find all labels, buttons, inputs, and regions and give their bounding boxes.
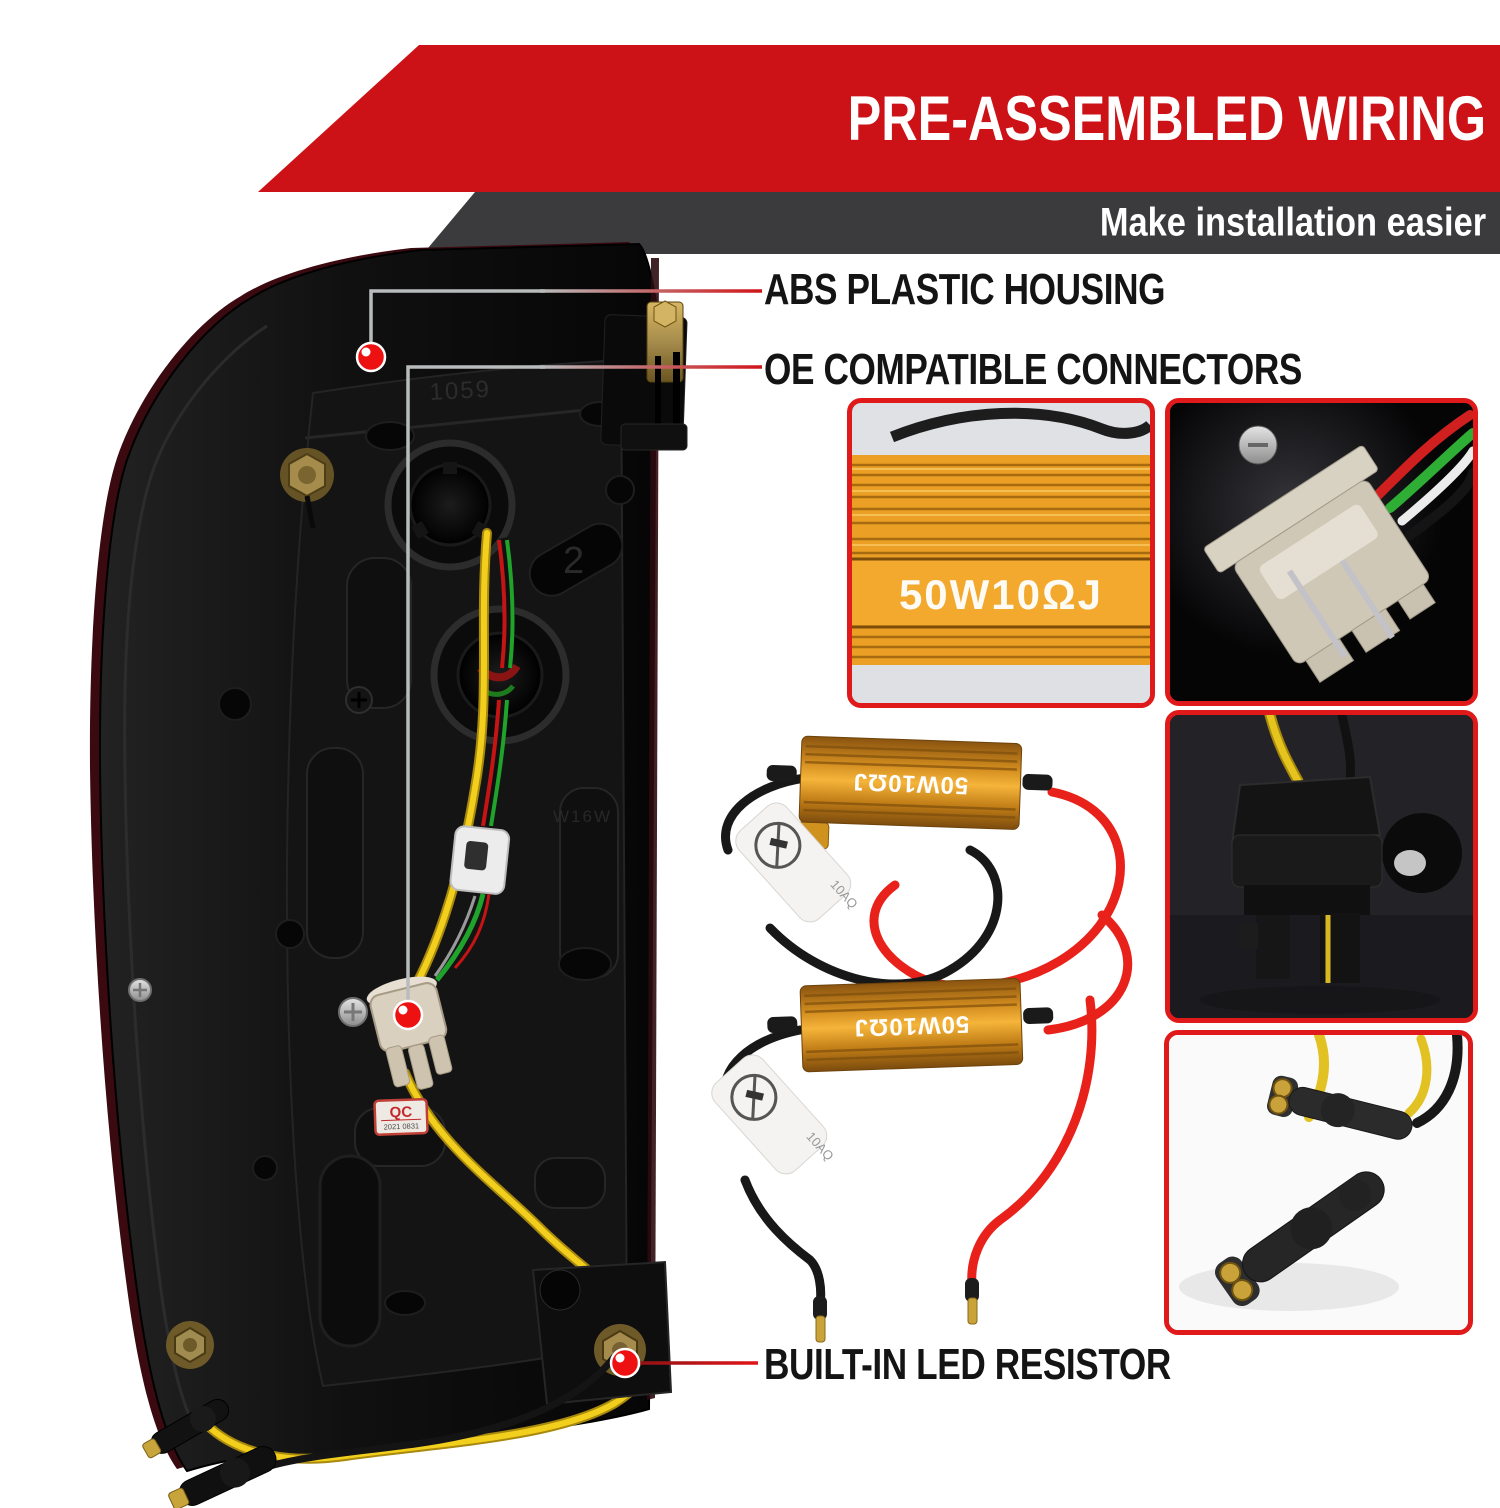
callout-line-oe: [406, 365, 545, 1015]
mold-mark-2: 2: [563, 540, 584, 582]
lamp-bottom-stem: [318, 1154, 382, 1348]
lamp-inner-rim: [123, 324, 268, 1435]
header-red-ribbon: PRE-ASSEMBLED WIRING: [258, 45, 1500, 192]
inset-a-print: 50W10ΩJ: [899, 571, 1103, 618]
lamp-socket-upper: [384, 439, 516, 571]
inset-resistor-closeup: 50W10ΩJ: [847, 398, 1155, 708]
qc-sticker-title: QC: [389, 1104, 412, 1122]
lamp-black-lead: [269, 1353, 618, 1470]
lamp-white-connector: [449, 825, 511, 895]
inset-black-connector: [1165, 710, 1478, 1023]
lamp-molded-ribs: [306, 557, 619, 1209]
red-wire: [481, 539, 507, 827]
inset-d-terminal-lower: [1215, 1171, 1385, 1307]
resistor-kit-photo: 50W10ΩJ 50W10ΩJ 10AQ 10AQ: [711, 735, 1133, 1343]
lamp-hex-bolt-upper: [280, 448, 334, 529]
kit-red-wires: [869, 787, 1133, 1290]
tail-light-photo: QC 2021 0831 1059 2 W16W: [89, 242, 688, 1508]
callout-label-built-in-led-resistor: BUILT-IN LED RESISTOR: [764, 1340, 1171, 1389]
inset-c-connector: [1230, 775, 1383, 983]
lamp-top-bracket: [600, 300, 688, 451]
lamp-right-edge: [647, 258, 659, 1400]
kit-resistor-2: 50W10ΩJ: [767, 978, 1054, 1073]
inset-c-wires: [1264, 715, 1355, 787]
inset-b-wires: [1370, 410, 1473, 540]
lamp-hex-bolt-lower: [166, 1321, 214, 1369]
black-wire: [480, 537, 515, 827]
lamp-shelf-line: [304, 404, 626, 440]
callout-line-abs: [369, 289, 545, 357]
kit-resistor-print-1: 50W10ΩJ: [852, 768, 969, 799]
inset-b-connector: [1204, 445, 1436, 683]
mold-mark-w16w: W16W: [553, 807, 612, 826]
callout-dots: [355, 341, 641, 1379]
kit-lead-tips: [813, 1278, 979, 1343]
callout-label-abs-plastic-housing: ABS PLASTIC HOUSING: [764, 265, 1166, 314]
callout-dot-resistor: [609, 1347, 641, 1379]
mold-mark-1059: 1059: [429, 376, 492, 406]
qc-sticker: QC 2021 0831: [373, 1097, 429, 1136]
lamp-spade-1: [142, 1398, 230, 1459]
inset-a-black-wire: [889, 407, 1150, 443]
green-wire: [489, 539, 515, 827]
page-subtitle: Make installation easier: [1099, 200, 1486, 245]
lamp-screw-silver-1: [338, 997, 368, 1027]
page-title: PRE-ASSEMBLED WIRING: [847, 83, 1486, 154]
lamp-screw-dark: [345, 686, 373, 714]
inset-oe-connector: [1165, 398, 1478, 706]
lamp-socket-feed-wires: [433, 893, 491, 982]
callout-label-oe-compatible-connectors: OE COMPATIBLE CONNECTORS: [764, 345, 1302, 394]
inset-spade-terminals: [1164, 1030, 1473, 1335]
lamp-screw-silver-2: [128, 978, 152, 1002]
lamp-rubber-plug: [528, 522, 624, 597]
callout-dot-abs: [355, 341, 387, 373]
kit-resistor-print-2: 50W10ΩJ: [853, 1010, 970, 1041]
callout-dot-oe: [392, 999, 424, 1031]
inset-d-terminal-upper: [1266, 1075, 1413, 1140]
qc-sticker-date: 2021 0831: [383, 1121, 419, 1131]
